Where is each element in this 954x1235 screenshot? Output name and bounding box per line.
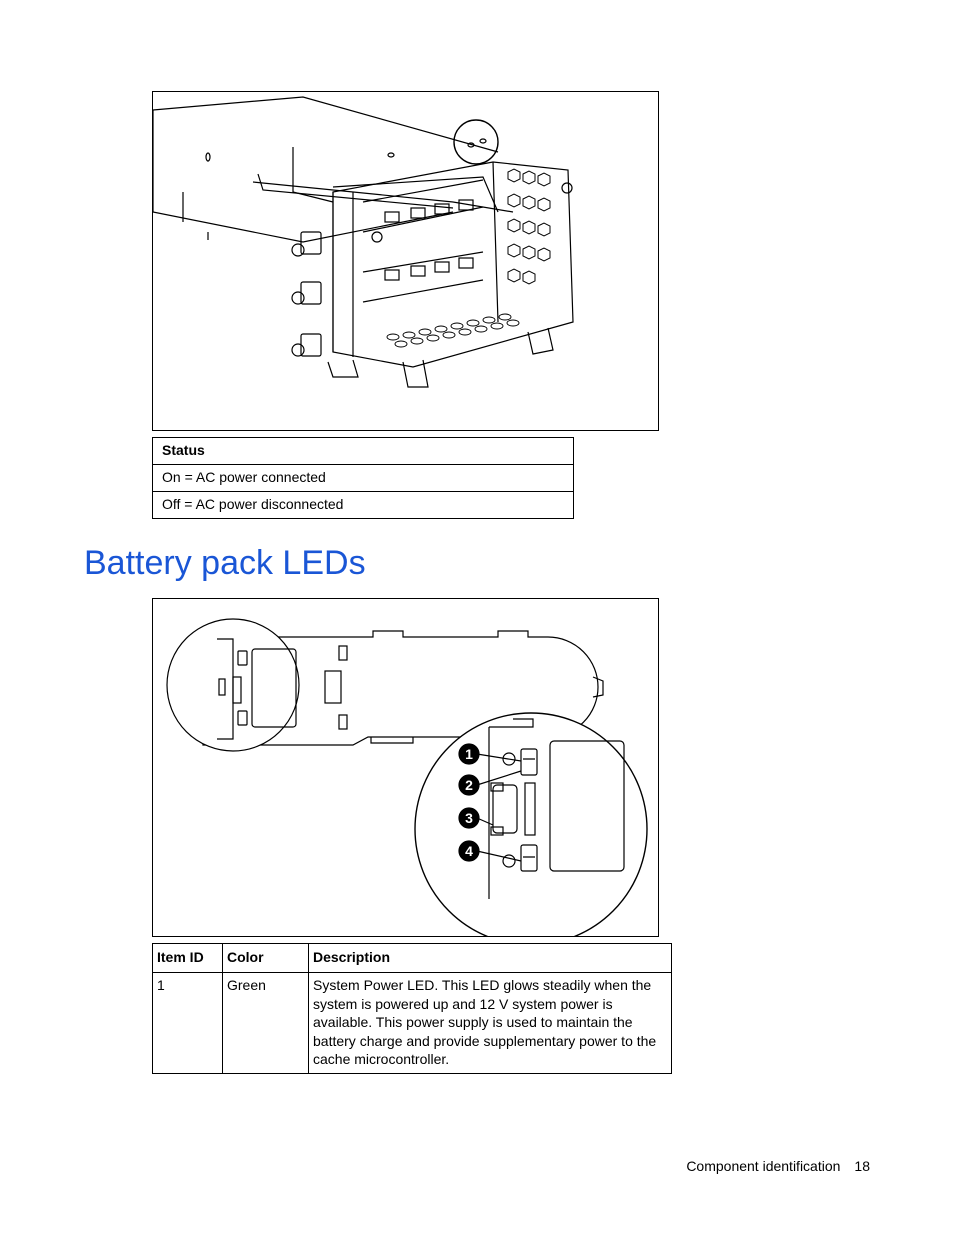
page-number: 18 [854,1158,870,1174]
footer-section: Component identification [686,1158,841,1174]
col-description: Description [308,943,672,973]
callout-1: 1 [465,746,473,762]
drive-cage-illustration [152,91,659,431]
section-title: Battery pack LEDs [84,544,366,582]
callout-3: 3 [465,810,473,826]
col-item-id: Item ID [152,943,223,973]
cell-item-id: 1 [152,972,223,1074]
page-footer: Component identification 18 [686,1158,870,1174]
status-row-on: On = AC power connected [152,464,574,492]
callout-4: 4 [465,843,473,859]
table-row: 1 Green System Power LED. This LED glows… [152,972,672,1074]
status-table: Status On = AC power connected Off = AC … [152,437,574,519]
cell-color: Green [222,972,309,1074]
cell-description: System Power LED. This LED glows steadil… [308,972,672,1074]
battery-pack-illustration: 1 2 3 4 [152,598,659,937]
led-table: Item ID Color Description 1 Green System… [152,943,672,1074]
status-header: Status [152,437,574,465]
status-row-off: Off = AC power disconnected [152,491,574,519]
col-color: Color [222,943,309,973]
callout-2: 2 [465,777,473,793]
